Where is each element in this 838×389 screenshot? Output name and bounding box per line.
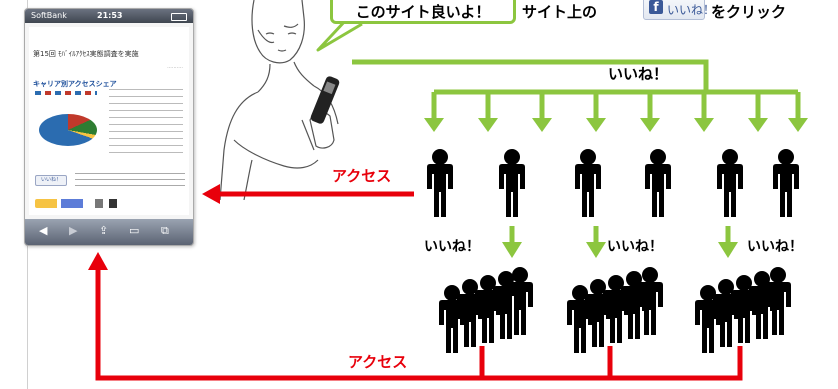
back-icon[interactable]: ◀	[39, 224, 48, 237]
smartphone-screenshot: SoftBank 21:53 第15回 ﾓﾊﾞｲﾙｱｸｾｽ実態調査を実施 ···…	[24, 8, 194, 246]
section-title: キャリア別アクセスシェア	[33, 80, 117, 88]
facebook-f-icon: f	[649, 0, 663, 14]
red-arrowheads	[88, 184, 220, 270]
facebook-like-button[interactable]: f いいね！	[643, 0, 715, 20]
facebook-like-text	[75, 173, 185, 191]
chart-legend	[35, 91, 97, 95]
woman-with-phone-illustration	[219, 0, 340, 200]
clock-label: 21:53	[97, 11, 123, 20]
green-arrowheads	[424, 118, 808, 258]
speech-bubble: このサイト良いよ！	[330, 0, 516, 24]
instruction-prefix: サイト上の	[522, 3, 598, 21]
green-connector-lines	[352, 59, 801, 248]
speech-bubble-tail	[316, 18, 363, 52]
browser-toolbar: ◀ ▶ ⇪ ▭ ⧉	[25, 219, 193, 245]
battery-icon	[171, 13, 187, 21]
pie-chart-image	[39, 114, 97, 146]
facebook-like-label: いいね！	[667, 3, 716, 17]
article-body-text	[109, 89, 183, 159]
carrier-label: SoftBank	[31, 11, 67, 20]
access-label-1: アクセス	[332, 167, 392, 185]
like-label-1: いいね！	[424, 239, 480, 255]
share-buttons	[35, 199, 125, 208]
speech-bubble-text: このサイト良いよ！	[355, 3, 491, 21]
access-label-2: アクセス	[348, 353, 408, 371]
crowd-2	[567, 267, 663, 353]
red-access-lines	[95, 191, 743, 381]
article-date: ··········	[167, 65, 183, 71]
share-icon[interactable]: ⇪	[99, 224, 109, 237]
tabs-icon[interactable]: ⧉	[161, 224, 169, 237]
phone-like-button[interactable]: いいね！	[35, 175, 67, 186]
like-label-top: いいね！	[608, 65, 669, 83]
forward-icon[interactable]: ▶	[69, 224, 78, 237]
phone-web-page: 第15回 ﾓﾊﾞｲﾙｱｸｾｽ実態調査を実施 ·········· キャリア別アク…	[29, 27, 189, 215]
crowd-1	[439, 267, 533, 353]
article-title: 第15回 ﾓﾊﾞｲﾙｱｸｾｽ実態調査を実施	[33, 50, 139, 58]
like-label-2: いいね！	[607, 239, 663, 255]
bookmarks-icon[interactable]: ▭	[129, 224, 140, 237]
crowd-3	[695, 267, 791, 353]
first-row-people	[427, 149, 799, 217]
phone-status-bar: SoftBank 21:53	[25, 9, 193, 23]
instruction-suffix: をクリック	[711, 3, 787, 21]
like-label-3: いいね！	[747, 239, 803, 255]
